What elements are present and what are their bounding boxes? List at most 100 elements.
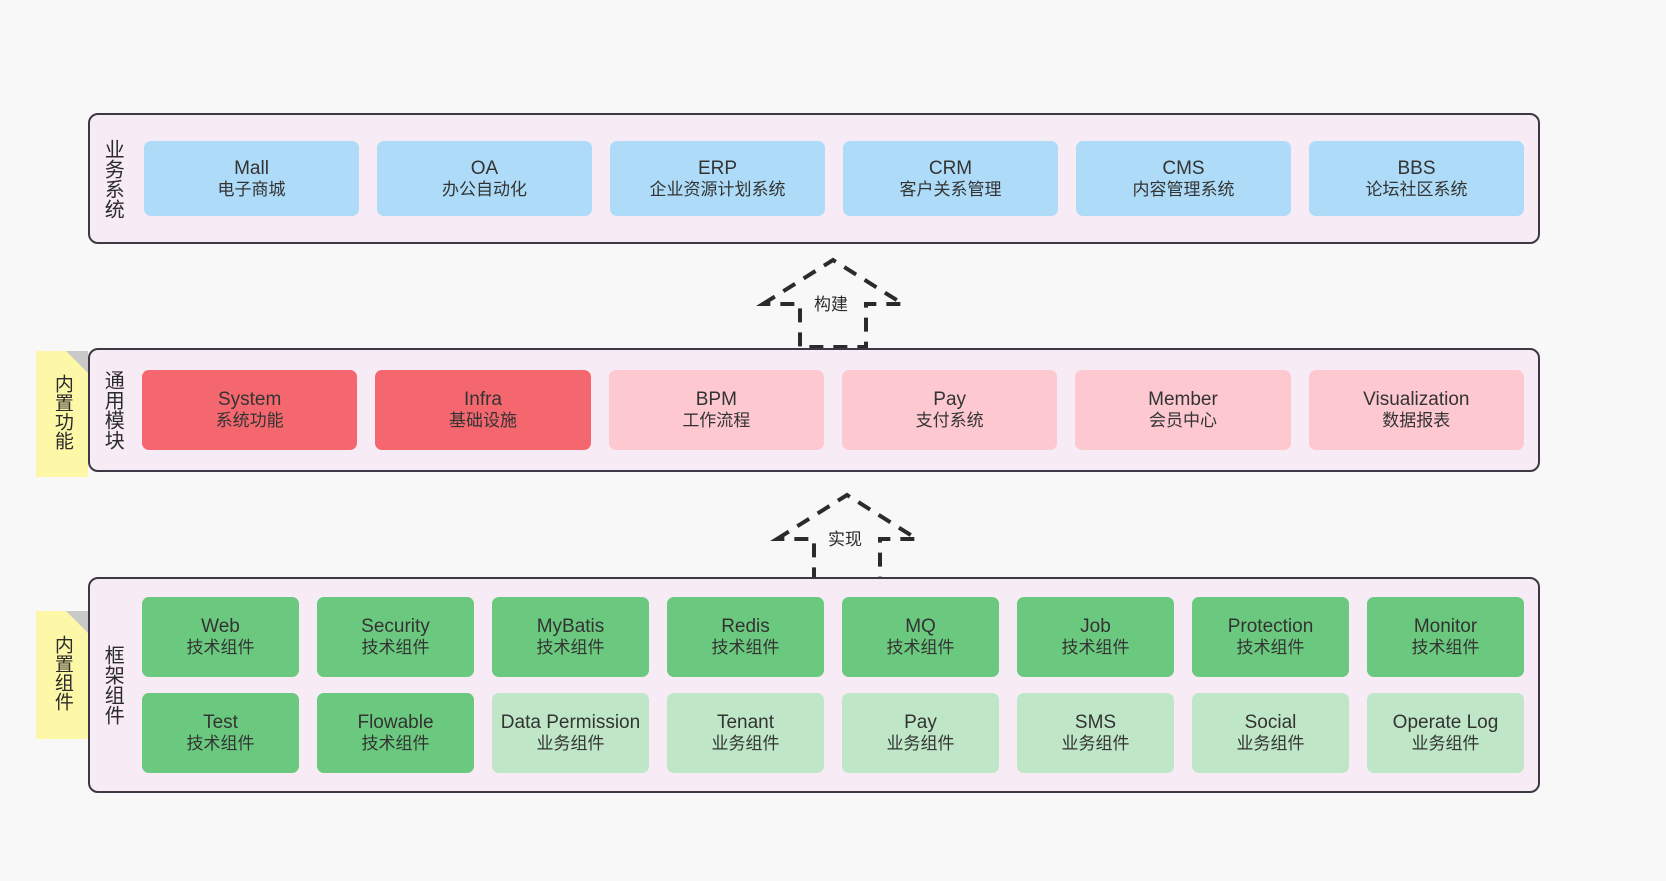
card-subtitle: 数据报表 xyxy=(1382,411,1451,431)
layer-body-framework-component: Web 技术组件 Security 技术组件 MyBatis 技术组件 Redi… xyxy=(134,579,1538,791)
card-subtitle: 内容管理系统 xyxy=(1132,179,1235,199)
arrow-implement: 实现 xyxy=(762,487,932,587)
card-title: MyBatis xyxy=(536,616,605,638)
card-subtitle: 企业资源计划系统 xyxy=(649,179,786,199)
card-crm[interactable]: CRM 客户关系管理 xyxy=(843,141,1058,216)
sticky-note-label: 内置功能 xyxy=(51,374,73,450)
card-subtitle: 技术组件 xyxy=(186,734,255,754)
card-title: Data Permission xyxy=(500,712,641,734)
card-title: OA xyxy=(470,157,499,179)
card-subtitle: 论坛社区系统 xyxy=(1365,179,1468,199)
card-title: Visualization xyxy=(1363,389,1470,411)
card-mall[interactable]: Mall 电子商城 xyxy=(144,141,359,216)
card-title: Web xyxy=(201,616,240,638)
card-title: Member xyxy=(1148,389,1218,411)
card-subtitle: 技术组件 xyxy=(711,638,780,658)
card-sms[interactable]: SMS 业务组件 xyxy=(1017,693,1174,773)
card-subtitle: 业务组件 xyxy=(886,734,955,754)
card-subtitle: 技术组件 xyxy=(536,638,605,658)
page-fold-icon xyxy=(66,351,88,373)
card-member[interactable]: Member 会员中心 xyxy=(1075,370,1291,450)
card-row: System 系统功能 Infra 基础设施 BPM 工作流程 Pay 支付系统… xyxy=(142,370,1524,450)
card-subtitle: 技术组件 xyxy=(1236,638,1305,658)
card-title: System xyxy=(217,389,282,411)
card-row: Mall 电子商城 OA 办公自动化 ERP 企业资源计划系统 CRM 客户关系… xyxy=(144,141,1524,216)
card-oa[interactable]: OA 办公自动化 xyxy=(377,141,592,216)
layer-title-business-system: 业务系统 xyxy=(101,138,124,219)
layer-business-system: 业务系统 Mall 电子商城 OA 办公自动化 ERP 企业资源计划系统 CRM xyxy=(88,113,1540,244)
card-data-permission[interactable]: Data Permission 业务组件 xyxy=(492,693,649,773)
page-fold-icon xyxy=(66,611,88,633)
layer-framework-component: 框架组件 Web 技术组件 Security 技术组件 MyBatis 技术组件… xyxy=(88,577,1540,793)
card-title: Flowable xyxy=(357,712,434,734)
card-subtitle: 技术组件 xyxy=(361,638,430,658)
layer-title-common-module: 通用模块 xyxy=(101,370,124,450)
card-title: Social xyxy=(1244,712,1297,734)
card-subtitle: 基础设施 xyxy=(448,411,517,431)
sticky-note-builtin-function: 内置功能 xyxy=(36,351,88,477)
card-pay-business[interactable]: Pay 业务组件 xyxy=(842,693,999,773)
card-title: Redis xyxy=(721,616,770,638)
card-subtitle: 业务组件 xyxy=(1061,734,1130,754)
card-title: ERP xyxy=(697,157,738,179)
card-erp[interactable]: ERP 企业资源计划系统 xyxy=(610,141,825,216)
card-cms[interactable]: CMS 内容管理系统 xyxy=(1076,141,1291,216)
card-tenant[interactable]: Tenant 业务组件 xyxy=(667,693,824,773)
card-title: CMS xyxy=(1162,157,1205,179)
card-title: Mall xyxy=(234,157,269,179)
card-title: Test xyxy=(203,712,238,734)
card-title: CRM xyxy=(928,157,973,179)
card-social[interactable]: Social 业务组件 xyxy=(1192,693,1349,773)
card-subtitle: 会员中心 xyxy=(1148,411,1217,431)
card-title: SMS xyxy=(1074,712,1117,734)
card-title: Pay xyxy=(904,712,937,734)
card-row-business: Test 技术组件 Flowable 技术组件 Data Permission … xyxy=(142,693,1524,773)
card-redis[interactable]: Redis 技术组件 xyxy=(667,597,824,677)
card-title: Job xyxy=(1080,616,1111,638)
card-title: Pay xyxy=(933,389,967,411)
card-subtitle: 技术组件 xyxy=(186,638,255,658)
card-title: MQ xyxy=(905,616,936,638)
card-subtitle: 电子商城 xyxy=(217,179,286,199)
card-subtitle: 业务组件 xyxy=(1236,734,1305,754)
card-bpm[interactable]: BPM 工作流程 xyxy=(608,370,824,450)
card-pay[interactable]: Pay 支付系统 xyxy=(841,370,1058,450)
card-infra[interactable]: Infra 基础设施 xyxy=(375,370,591,450)
card-flowable[interactable]: Flowable 技术组件 xyxy=(317,693,474,773)
card-web[interactable]: Web 技术组件 xyxy=(142,597,299,677)
card-monitor[interactable]: Monitor 技术组件 xyxy=(1367,597,1524,677)
layer-title-framework-component: 框架组件 xyxy=(101,645,124,725)
dashed-hollow-arrow-icon xyxy=(756,257,910,349)
card-bbs[interactable]: BBS 论坛社区系统 xyxy=(1309,141,1524,216)
card-system[interactable]: System 系统功能 xyxy=(142,370,358,450)
card-mybatis[interactable]: MyBatis 技术组件 xyxy=(492,597,649,677)
card-title: Monitor xyxy=(1413,616,1478,638)
card-subtitle: 业务组件 xyxy=(711,734,780,754)
sticky-note-builtin-component: 内置组件 xyxy=(36,611,88,739)
layer-body-common-module: System 系统功能 Infra 基础设施 BPM 工作流程 Pay 支付系统… xyxy=(134,350,1538,470)
card-subtitle: 业务组件 xyxy=(1411,734,1480,754)
card-row-tech: Web 技术组件 Security 技术组件 MyBatis 技术组件 Redi… xyxy=(142,597,1524,677)
arrow-build: 构建 xyxy=(748,252,918,352)
card-title: Infra xyxy=(463,389,502,411)
layer-body-business-system: Mall 电子商城 OA 办公自动化 ERP 企业资源计划系统 CRM 客户关系… xyxy=(134,115,1538,242)
card-test[interactable]: Test 技术组件 xyxy=(142,693,299,773)
card-title: BPM xyxy=(695,389,737,411)
card-subtitle: 技术组件 xyxy=(361,734,430,754)
card-protection[interactable]: Protection 技术组件 xyxy=(1192,597,1349,677)
card-title: Tenant xyxy=(716,712,775,734)
card-security[interactable]: Security 技术组件 xyxy=(317,597,474,677)
card-visualization[interactable]: Visualization 数据报表 xyxy=(1308,370,1524,450)
card-mq[interactable]: MQ 技术组件 xyxy=(842,597,999,677)
card-operate-log[interactable]: Operate Log 业务组件 xyxy=(1367,693,1524,773)
card-subtitle: 系统功能 xyxy=(215,411,284,431)
sticky-note-label: 内置组件 xyxy=(51,635,73,711)
card-subtitle: 技术组件 xyxy=(886,638,955,658)
card-subtitle: 办公自动化 xyxy=(442,179,527,199)
card-job[interactable]: Job 技术组件 xyxy=(1017,597,1174,677)
card-subtitle: 技术组件 xyxy=(1061,638,1130,658)
arrow-label-build: 构建 xyxy=(814,295,848,314)
arrow-label-implement: 实现 xyxy=(828,530,862,549)
layer-common-module: 通用模块 System 系统功能 Infra 基础设施 BPM 工作流程 Pay xyxy=(88,348,1540,472)
